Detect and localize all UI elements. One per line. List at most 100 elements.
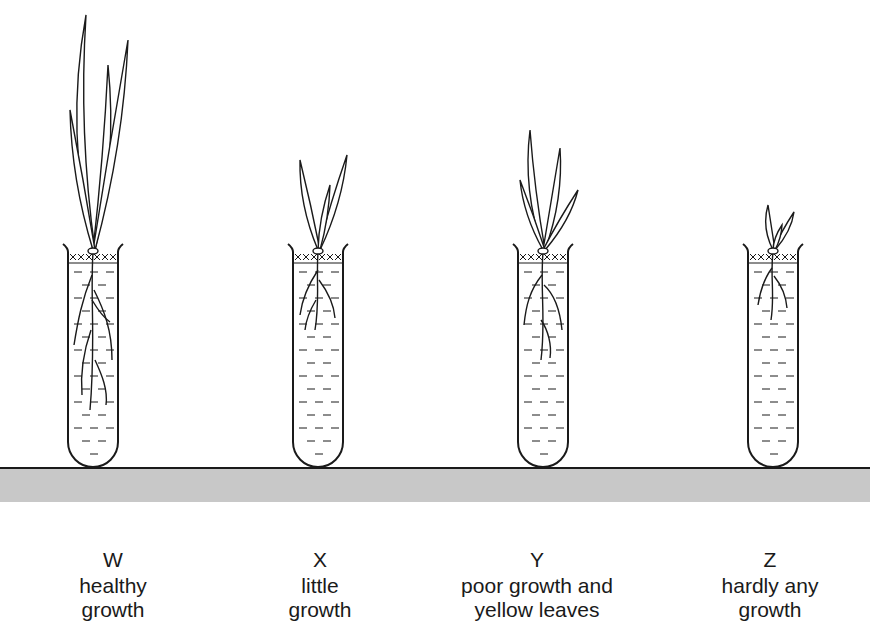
root: [524, 275, 542, 325]
liquid-mark: [331, 324, 339, 325]
liquid-mark: [106, 272, 114, 273]
liquid-mark: [786, 272, 794, 273]
root: [771, 252, 773, 320]
liquid-mark: [770, 402, 778, 403]
liquid-mark: [754, 272, 762, 273]
result-label: hardly any growth: [703, 574, 837, 622]
liquid-mark: [331, 428, 339, 429]
liquid-mark: [778, 363, 786, 364]
cotton-wool: [303, 254, 309, 260]
liquid-mark: [323, 311, 331, 312]
liquid-mark: [532, 337, 540, 338]
liquid-mark: [90, 454, 98, 455]
liquid-mark: [74, 272, 82, 273]
root: [315, 252, 318, 330]
liquid-mark: [74, 298, 82, 299]
cotton-wool: [335, 254, 341, 260]
root: [94, 290, 112, 360]
liquid-mark: [754, 350, 762, 351]
root: [81, 330, 91, 395]
liquid-mark: [74, 350, 82, 351]
liquid-mark: [106, 428, 114, 429]
liquid-mark: [323, 389, 331, 390]
cotton-wool: [536, 254, 542, 260]
liquid-mark: [524, 428, 532, 429]
tube-letter: Y: [507, 548, 567, 572]
liquid-mark: [315, 402, 323, 403]
liquid-mark: [786, 298, 794, 299]
liquid-mark: [532, 311, 540, 312]
liquid-mark: [770, 272, 778, 273]
liquid-mark: [770, 298, 778, 299]
cotton-wool: [78, 254, 84, 260]
root: [319, 280, 335, 318]
liquid-mark: [299, 402, 307, 403]
liquid-mark: [323, 337, 331, 338]
liquid-mark: [90, 350, 98, 351]
liquid-mark: [778, 311, 786, 312]
liquid-mark: [762, 389, 770, 390]
root: [300, 270, 318, 315]
liquid-mark: [556, 272, 564, 273]
liquid-mark: [762, 441, 770, 442]
liquid-mark: [548, 389, 556, 390]
liquid-mark: [90, 428, 98, 429]
liquid-mark: [556, 428, 564, 429]
root: [758, 268, 772, 305]
liquid-mark: [524, 350, 532, 351]
liquid-mark: [556, 298, 564, 299]
result-label: healthy growth: [53, 574, 173, 622]
seed: [88, 248, 98, 254]
liquid-mark: [315, 350, 323, 351]
liquid-mark: [524, 272, 532, 273]
liquid-mark: [98, 285, 106, 286]
bench-edge: [0, 467, 870, 469]
liquid-mark: [74, 402, 82, 403]
liquid-mark: [548, 311, 556, 312]
liquid-mark: [770, 376, 778, 377]
liquid-mark: [762, 363, 770, 364]
liquid-mark: [786, 402, 794, 403]
liquid-mark: [331, 272, 339, 273]
test-tube: [63, 244, 123, 467]
liquid-mark: [315, 376, 323, 377]
cotton-wool: [758, 254, 764, 260]
result-label: poor growth and yellow leaves: [442, 574, 632, 622]
leaf: [318, 155, 347, 250]
cotton-wool: [750, 254, 756, 260]
liquid-mark: [90, 272, 98, 273]
leaf: [773, 225, 782, 250]
liquid-mark: [778, 415, 786, 416]
liquid-mark: [770, 324, 778, 325]
liquid-mark: [74, 376, 82, 377]
leaf: [318, 185, 330, 250]
liquid-mark: [307, 337, 315, 338]
liquid-mark: [524, 298, 532, 299]
liquid-mark: [540, 272, 548, 273]
cotton-wool: [86, 254, 92, 260]
test-tube: [288, 244, 348, 467]
liquid-mark: [540, 428, 548, 429]
liquid-level: [748, 263, 798, 264]
tube-outline: [513, 244, 573, 467]
liquid-mark: [90, 324, 98, 325]
liquid-mark: [786, 324, 794, 325]
liquid-mark: [98, 363, 106, 364]
liquid-mark: [82, 415, 90, 416]
liquid-mark: [778, 389, 786, 390]
liquid-mark: [540, 376, 548, 377]
cotton-wool: [319, 254, 325, 260]
liquid-mark: [754, 402, 762, 403]
liquid-mark: [540, 454, 548, 455]
liquid-mark: [106, 402, 114, 403]
leaf: [543, 190, 578, 250]
liquid-mark: [548, 415, 556, 416]
cotton-wool: [552, 254, 558, 260]
root: [774, 276, 787, 308]
liquid-mark: [331, 298, 339, 299]
cotton-wool: [782, 254, 788, 260]
liquid-mark: [556, 402, 564, 403]
liquid-mark: [762, 337, 770, 338]
liquid-mark: [315, 454, 323, 455]
root: [92, 300, 110, 322]
